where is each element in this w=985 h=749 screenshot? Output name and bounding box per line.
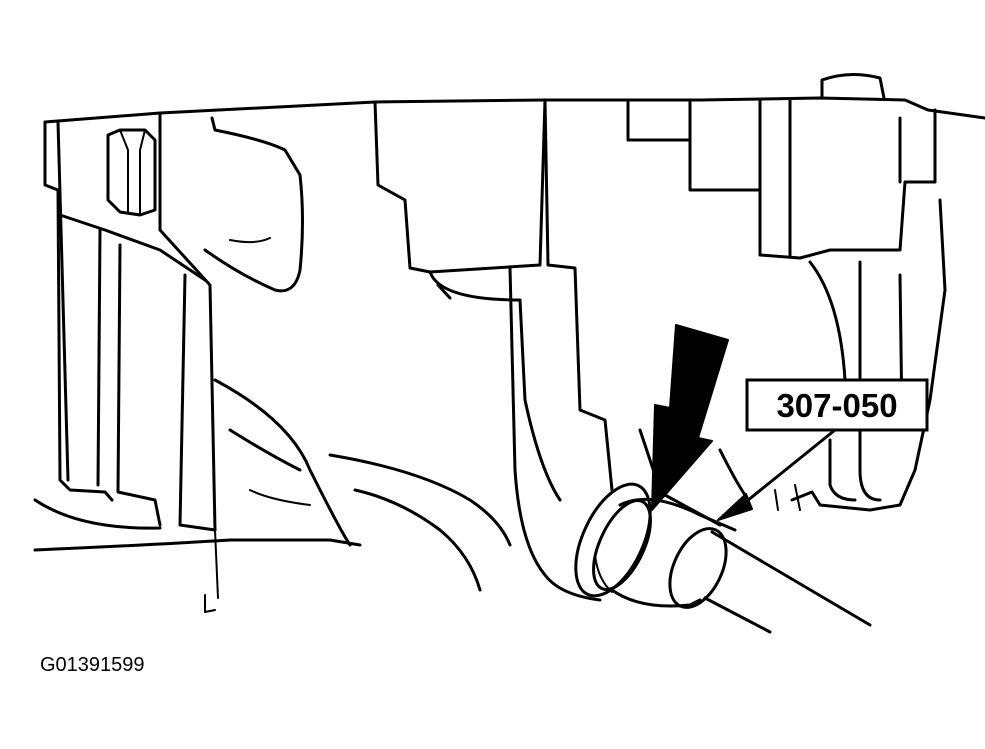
tool-number-label: 307-050 [776, 387, 897, 424]
transmission-housing [33, 73, 985, 613]
installation-direction-arrow [651, 324, 729, 511]
tool-leader-line [717, 428, 837, 521]
tool-number-callout: 307-050 [745, 378, 929, 432]
seal-installer-tool [574, 482, 872, 634]
figure-id: G01391599 [40, 654, 145, 676]
